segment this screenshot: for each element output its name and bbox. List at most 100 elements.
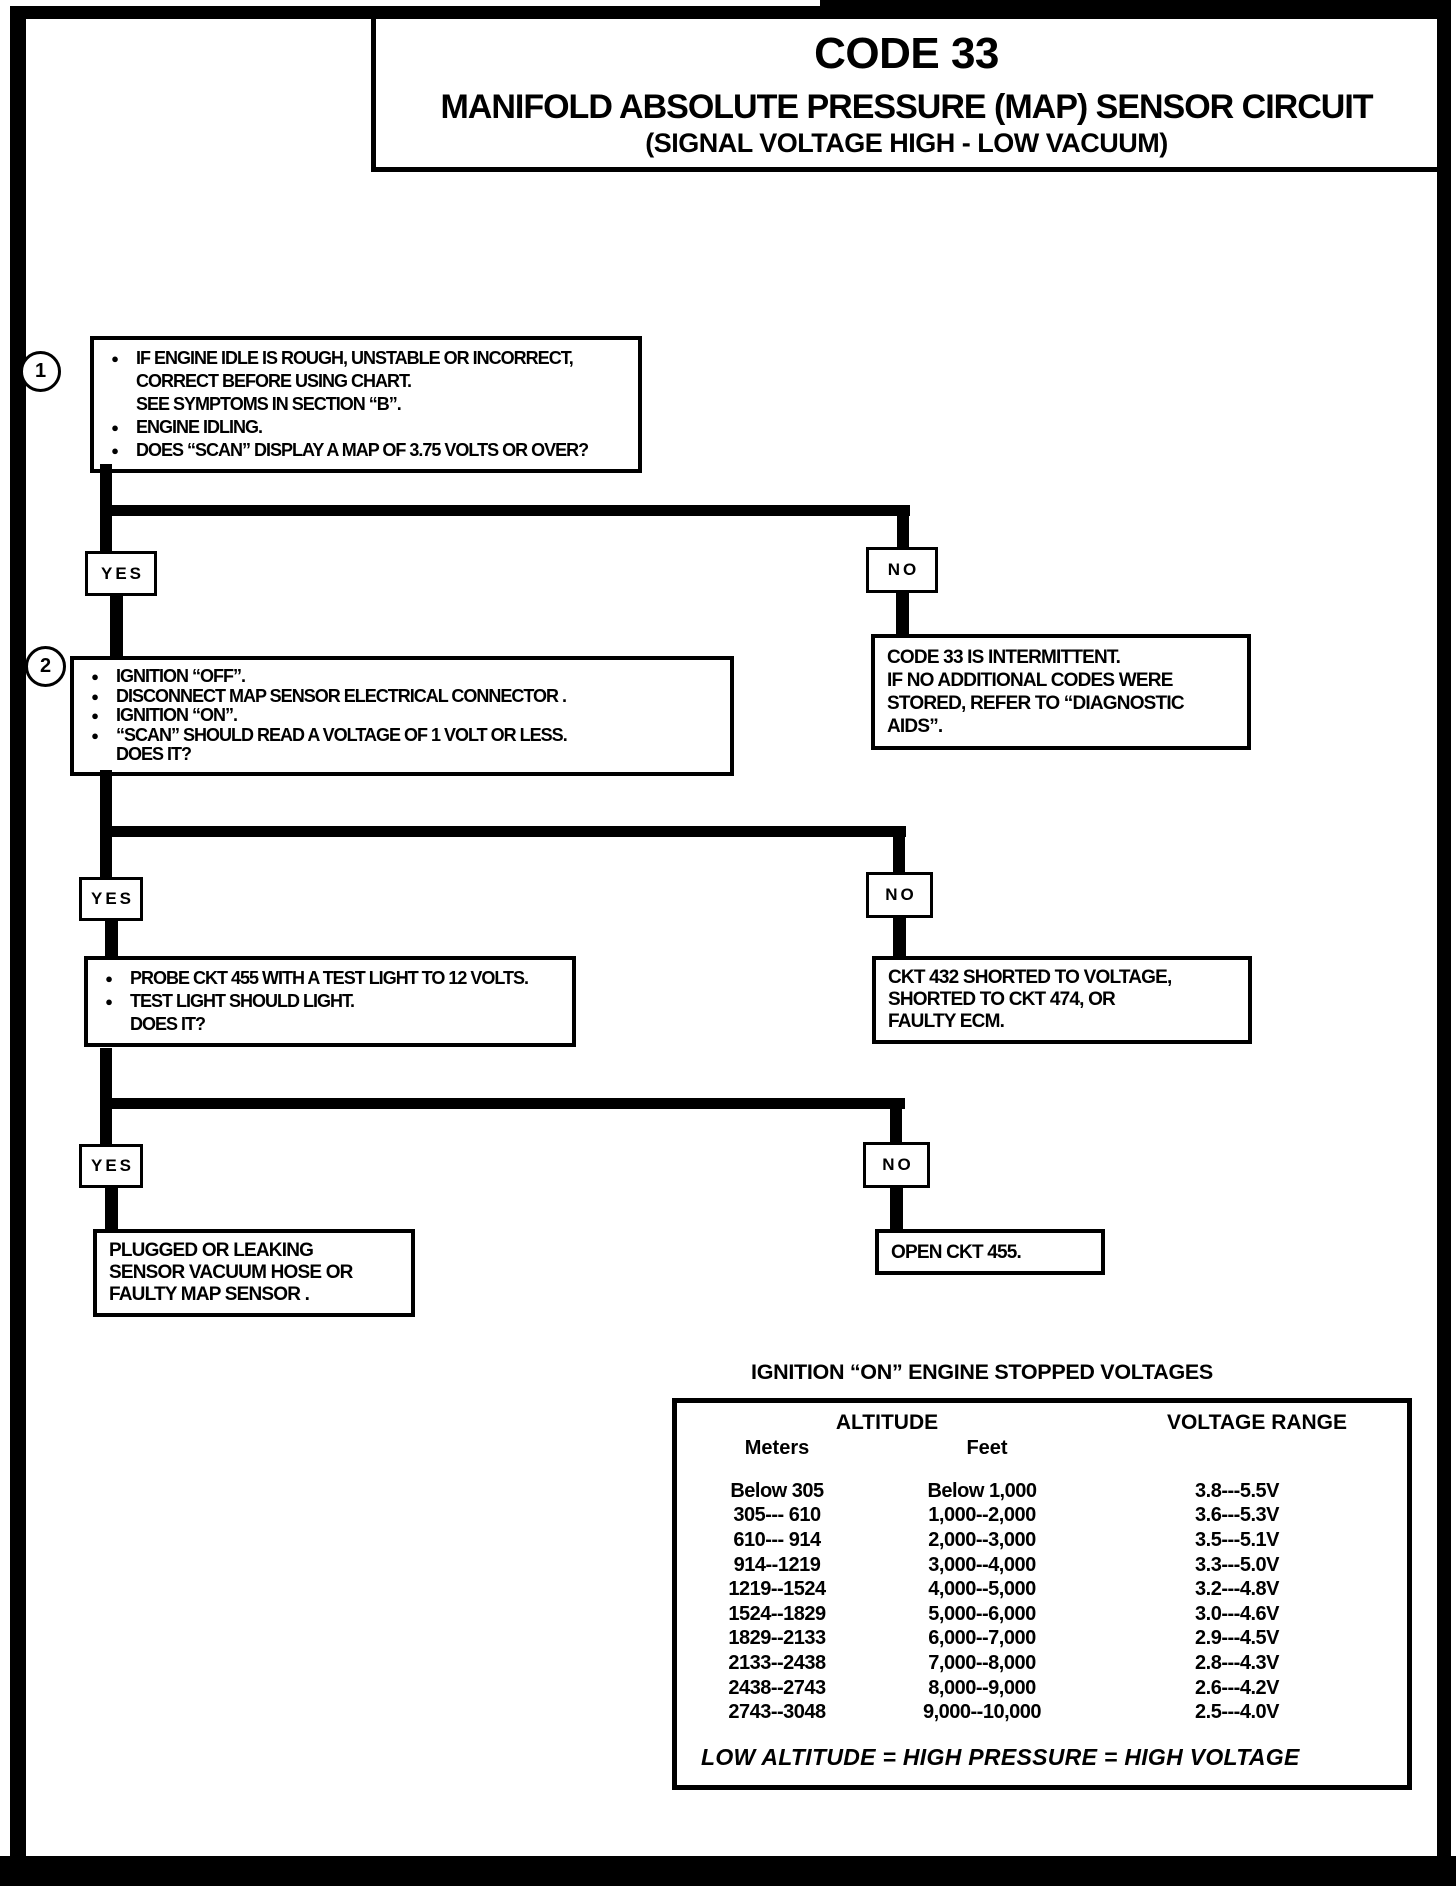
step-2-bullet-2: DISCONNECT MAP SENSOR ELECTRICAL CONNECT…	[116, 685, 567, 706]
result-intermittent-box: CODE 33 IS INTERMITTENT. IF NO ADDITIONA…	[871, 634, 1251, 750]
no-box-2: NO	[866, 872, 933, 918]
bullet-item: ● IF ENGINE IDLE IS ROUGH, UNSTABLE OR I…	[94, 347, 632, 416]
table-row: 2133--2438 7,000--8,000 2.8---4.3V	[677, 1651, 1407, 1676]
bullet-item: ● TEST LIGHT SHOULD LIGHT. DOES IT?	[88, 990, 566, 1036]
voltage-cell: 3.3---5.0V	[1195, 1553, 1279, 1576]
feet-cell: 5,000--6,000	[928, 1602, 1036, 1625]
table-row: 2743--3048 9,000--10,000 2.5---4.0V	[677, 1700, 1407, 1725]
no-box-3: NO	[863, 1142, 930, 1188]
bullet-icon: ●	[91, 669, 99, 684]
chart-title: MANIFOLD ABSOLUTE PRESSURE (MAP) SENSOR …	[440, 88, 1373, 126]
voltage-table-rows: Below 305 Below 1,000 3.8---5.5V 305--- …	[677, 1479, 1407, 1725]
feet-cell: 2,000--3,000	[928, 1528, 1036, 1551]
yes-label: YES	[90, 1156, 135, 1175]
meters-cell: 914--1219	[733, 1553, 821, 1576]
step-2-bullet-3: IGNITION “ON”.	[116, 705, 238, 725]
result-open-ckt-box: OPEN CKT 455.	[875, 1229, 1105, 1275]
meters-cell: 2438--2743	[728, 1676, 826, 1699]
connector-line	[110, 596, 123, 658]
result-ckt432-text: CKT 432 SHORTED TO VOLTAGE, SHORTED TO C…	[888, 967, 1172, 1032]
bullet-icon: ●	[105, 971, 113, 986]
step-2-box: ● IGNITION “OFF”. ● DISCONNECT MAP SENSO…	[70, 656, 734, 776]
meters-cell: 1524--1829	[728, 1602, 826, 1625]
result-open-ckt-text: OPEN CKT 455.	[891, 1241, 1022, 1263]
column-header-voltage: VOLTAGE RANGE	[1166, 1411, 1348, 1434]
step-1-marker: 1	[20, 351, 61, 392]
table-row: 1219--1524 4,000--5,000 3.2---4.8V	[677, 1577, 1407, 1602]
connector-line	[890, 1098, 902, 1144]
result-intermittent-text: CODE 33 IS INTERMITTENT. IF NO ADDITIONA…	[887, 647, 1185, 737]
bullet-item: ● DOES “SCAN” DISPLAY A MAP OF 3.75 VOLT…	[94, 439, 632, 462]
voltage-cell: 2.9---4.5V	[1195, 1627, 1279, 1650]
step-1-box: ● IF ENGINE IDLE IS ROUGH, UNSTABLE OR I…	[90, 336, 642, 473]
step-3-bullet-1: PROBE CKT 455 WITH A TEST LIGHT TO 12 VO…	[130, 968, 529, 988]
voltage-cell: 3.0---4.6V	[1195, 1602, 1279, 1625]
feet-cell: 9,000--10,000	[922, 1701, 1042, 1724]
yes-label: YES	[100, 563, 145, 583]
voltage-cell: 3.8---5.5V	[1195, 1479, 1279, 1502]
connector-line	[105, 1188, 118, 1230]
connector-line	[100, 505, 910, 516]
result-plugged-box: PLUGGED OR LEAKING SENSOR VACUUM HOSE OR…	[93, 1229, 415, 1317]
yes-label: YES	[90, 889, 135, 908]
bullet-item: ● IGNITION “ON”.	[74, 705, 724, 726]
table-row: 914--1219 3,000--4,000 3.3---5.0V	[677, 1553, 1407, 1578]
feet-cell: 6,000--7,000	[928, 1627, 1036, 1650]
connector-line	[100, 1098, 905, 1109]
bullet-icon: ●	[111, 351, 119, 366]
bullet-icon: ●	[91, 727, 99, 743]
result-ckt432-box: CKT 432 SHORTED TO VOLTAGE, SHORTED TO C…	[872, 956, 1252, 1044]
voltage-cell: 2.5---4.0V	[1195, 1701, 1279, 1724]
bullet-icon: ●	[111, 420, 119, 435]
yes-box-1: YES	[85, 551, 157, 596]
connector-line	[893, 918, 906, 958]
step-2-bullet-4: “SCAN” SHOULD READ A VOLTAGE OF 1 VOLT O…	[116, 724, 568, 764]
feet-cell: 4,000--5,000	[928, 1578, 1036, 1601]
connector-line	[890, 1188, 903, 1230]
voltage-table-title: IGNITION “ON” ENGINE STOPPED VOLTAGES	[751, 1360, 1213, 1384]
voltage-cell: 2.8---4.3V	[1195, 1651, 1279, 1674]
connector-line	[105, 921, 118, 958]
page-border-top-step	[820, 0, 1451, 13]
connector-line	[896, 593, 909, 636]
no-label: NO	[882, 1155, 914, 1174]
column-header-feet: Feet	[966, 1437, 1008, 1459]
yes-box-3: YES	[79, 1144, 143, 1188]
voltage-table: ALTITUDE VOLTAGE RANGE Meters Feet Below…	[672, 1398, 1412, 1790]
meters-cell: 1829--2133	[728, 1627, 826, 1650]
meters-cell: 1219--1524	[728, 1578, 826, 1601]
step-3-box: ● PROBE CKT 455 WITH A TEST LIGHT TO 12 …	[84, 956, 576, 1047]
feet-cell: Below 1,000	[927, 1479, 1037, 1502]
feet-cell: 8,000--9,000	[928, 1676, 1036, 1699]
step-2-bullet-1: IGNITION “OFF”.	[116, 666, 246, 686]
title-box: CODE 33 MANIFOLD ABSOLUTE PRESSURE (MAP)…	[371, 19, 1437, 172]
bullet-icon: ●	[91, 708, 99, 723]
table-row: 2438--2743 8,000--9,000 2.6---4.2V	[677, 1676, 1407, 1701]
step-1-bullet-3: DOES “SCAN” DISPLAY A MAP OF 3.75 VOLTS …	[136, 440, 589, 460]
voltage-cell: 3.5---5.1V	[1195, 1528, 1279, 1551]
bullet-item: ● “SCAN” SHOULD READ A VOLTAGE OF 1 VOLT…	[74, 724, 724, 765]
no-label: NO	[887, 560, 920, 579]
meters-cell: 610--- 914	[733, 1528, 821, 1551]
step-1-number: 1	[34, 360, 47, 382]
meters-cell: 2743--3048	[728, 1701, 826, 1724]
meters-cell: 305--- 610	[733, 1504, 821, 1527]
no-box-1: NO	[866, 547, 938, 593]
bullet-item: ● PROBE CKT 455 WITH A TEST LIGHT TO 12 …	[88, 967, 566, 990]
chart-subtitle: (SIGNAL VOLTAGE HIGH - LOW VACUUM)	[645, 128, 1168, 158]
yes-box-2: YES	[79, 877, 143, 921]
connector-line	[893, 826, 905, 874]
chart-code: CODE 33	[814, 29, 999, 78]
voltage-cell: 3.2---4.8V	[1195, 1578, 1279, 1601]
column-header-meters: Meters	[744, 1437, 810, 1459]
bullet-item: ● ENGINE IDLING.	[94, 416, 632, 439]
feet-cell: 3,000--4,000	[928, 1553, 1036, 1576]
meters-cell: 2133--2438	[728, 1651, 826, 1674]
connector-line	[100, 770, 112, 880]
connector-line	[897, 505, 909, 551]
voltage-cell: 2.6---4.2V	[1195, 1676, 1279, 1699]
bullet-icon: ●	[91, 688, 99, 704]
table-row: 305--- 610 1,000--2,000 3.6---5.3V	[677, 1504, 1407, 1529]
step-3-bullet-2: TEST LIGHT SHOULD LIGHT. DOES IT?	[130, 991, 355, 1034]
